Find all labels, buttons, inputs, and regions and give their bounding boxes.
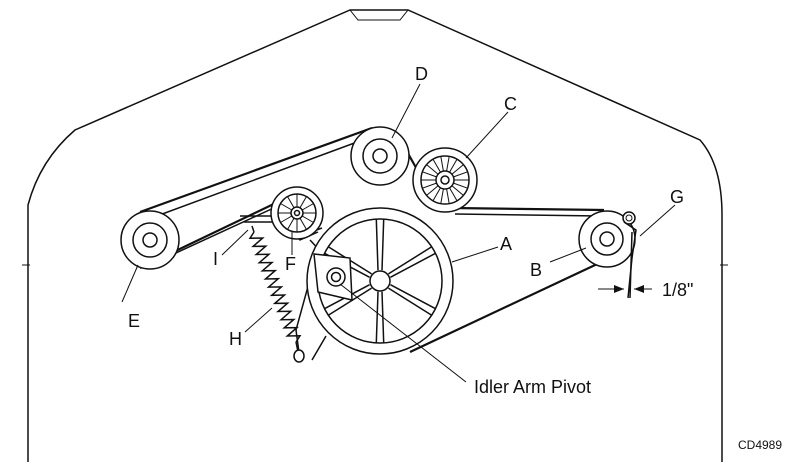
- pulley-spoke: [299, 196, 307, 209]
- label-a: A: [500, 234, 512, 254]
- pulley-spoke: [453, 182, 468, 189]
- pulley-spoke: [432, 187, 441, 202]
- pulley-spoke: [301, 203, 314, 211]
- pulley-spoke: [426, 164, 439, 175]
- pulley-spoke: [432, 158, 441, 173]
- pulley-spoke: [287, 217, 295, 230]
- pulley-spoke: [280, 215, 293, 223]
- label-g: G: [670, 187, 684, 207]
- pulley-spoke: [287, 196, 295, 209]
- pulley-e: [120, 210, 180, 270]
- belt-guide-g: [622, 211, 637, 299]
- pulley-spoke: [301, 215, 314, 223]
- pulley-spoke: [451, 164, 464, 175]
- pulley-spoke: [280, 203, 293, 211]
- pulley-a-spoke: [390, 252, 436, 278]
- pulley-spoke: [446, 156, 450, 172]
- label-gap: 1/8": [662, 280, 693, 300]
- label-idler-arm-pivot: Idler Arm Pivot: [474, 377, 591, 397]
- pulley-d: [350, 126, 410, 186]
- pulley-spoke: [451, 185, 464, 196]
- spring-h: [248, 225, 305, 363]
- pulley-spoke: [426, 185, 439, 196]
- figure-code: CD4989: [738, 438, 782, 452]
- pulley-spoke: [440, 156, 444, 172]
- label-h: H: [229, 329, 242, 349]
- label-b: B: [530, 260, 542, 280]
- pulley-spoke: [449, 187, 458, 202]
- pulley-spoke: [299, 217, 307, 230]
- label-d: D: [415, 64, 428, 84]
- gap-dimension: [598, 285, 652, 293]
- pulley-b: [578, 210, 636, 268]
- pulley-spoke: [422, 182, 437, 189]
- pulley-spoke: [440, 188, 444, 204]
- label-f: F: [285, 254, 296, 274]
- pulley-spoke: [446, 188, 450, 204]
- pulley-spoke: [453, 171, 468, 178]
- pulley-a-spoke: [388, 287, 433, 316]
- pulley-a-spoke: [375, 291, 379, 343]
- pulley-a-spoke: [327, 287, 372, 316]
- pulley-a-spoke: [381, 219, 385, 271]
- pulley-f: [270, 186, 324, 240]
- leader-lines: [121, 83, 676, 383]
- label-c: C: [504, 94, 517, 114]
- label-i: I: [213, 249, 218, 269]
- label-e: E: [128, 311, 140, 331]
- pulley-a: [306, 207, 454, 355]
- pulley-c: [412, 147, 478, 213]
- pulley-a-spoke: [390, 284, 436, 310]
- pulley-a-spoke: [375, 219, 379, 271]
- pulley-a-spoke: [388, 246, 433, 275]
- housing-outline: [22, 9, 728, 462]
- pulley-spoke: [422, 171, 437, 178]
- pulley-spoke: [449, 158, 458, 173]
